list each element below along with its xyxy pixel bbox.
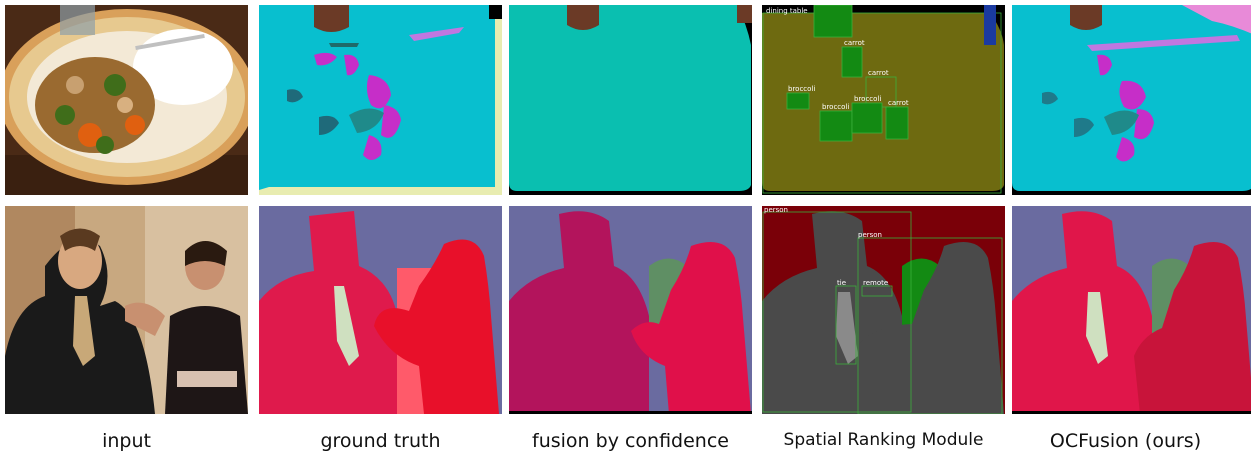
row2-ocfusion (1012, 206, 1251, 414)
row1-ground-truth (259, 5, 502, 195)
srm-label: tie (837, 279, 846, 287)
caption-spatial-ranking-module: Spatial Ranking Module (762, 430, 1005, 450)
srm-label: person (764, 206, 788, 214)
srm-label: carrot (888, 99, 909, 107)
row2-spatial-ranking-module: person person tie remote (762, 206, 1005, 414)
caption-ground-truth: ground truth (259, 430, 502, 452)
srm-label: carrot (844, 39, 865, 47)
caption-fusion-by-confidence: fusion by confidence (509, 430, 752, 452)
srm-label: person (858, 231, 882, 239)
srm-label: broccoli (854, 95, 881, 103)
row1-input-image (5, 5, 248, 195)
row2-ground-truth (259, 206, 502, 414)
srm-label: broccoli (788, 85, 815, 93)
srm-label: remote (863, 279, 888, 287)
row2-fusion-by-confidence (509, 206, 752, 414)
row2-input-image (5, 206, 248, 414)
row1-spatial-ranking-module: dining table carrot carrot broccoli broc… (762, 5, 1005, 195)
srm-label: dining table (766, 7, 808, 15)
caption-ocfusion: OCFusion (ours) (1004, 430, 1247, 452)
srm-label: broccoli (822, 103, 849, 111)
row1-fusion-by-confidence (509, 5, 752, 195)
caption-input: input (5, 430, 248, 452)
row1-ocfusion (1012, 5, 1251, 195)
srm-label: carrot (868, 69, 889, 77)
